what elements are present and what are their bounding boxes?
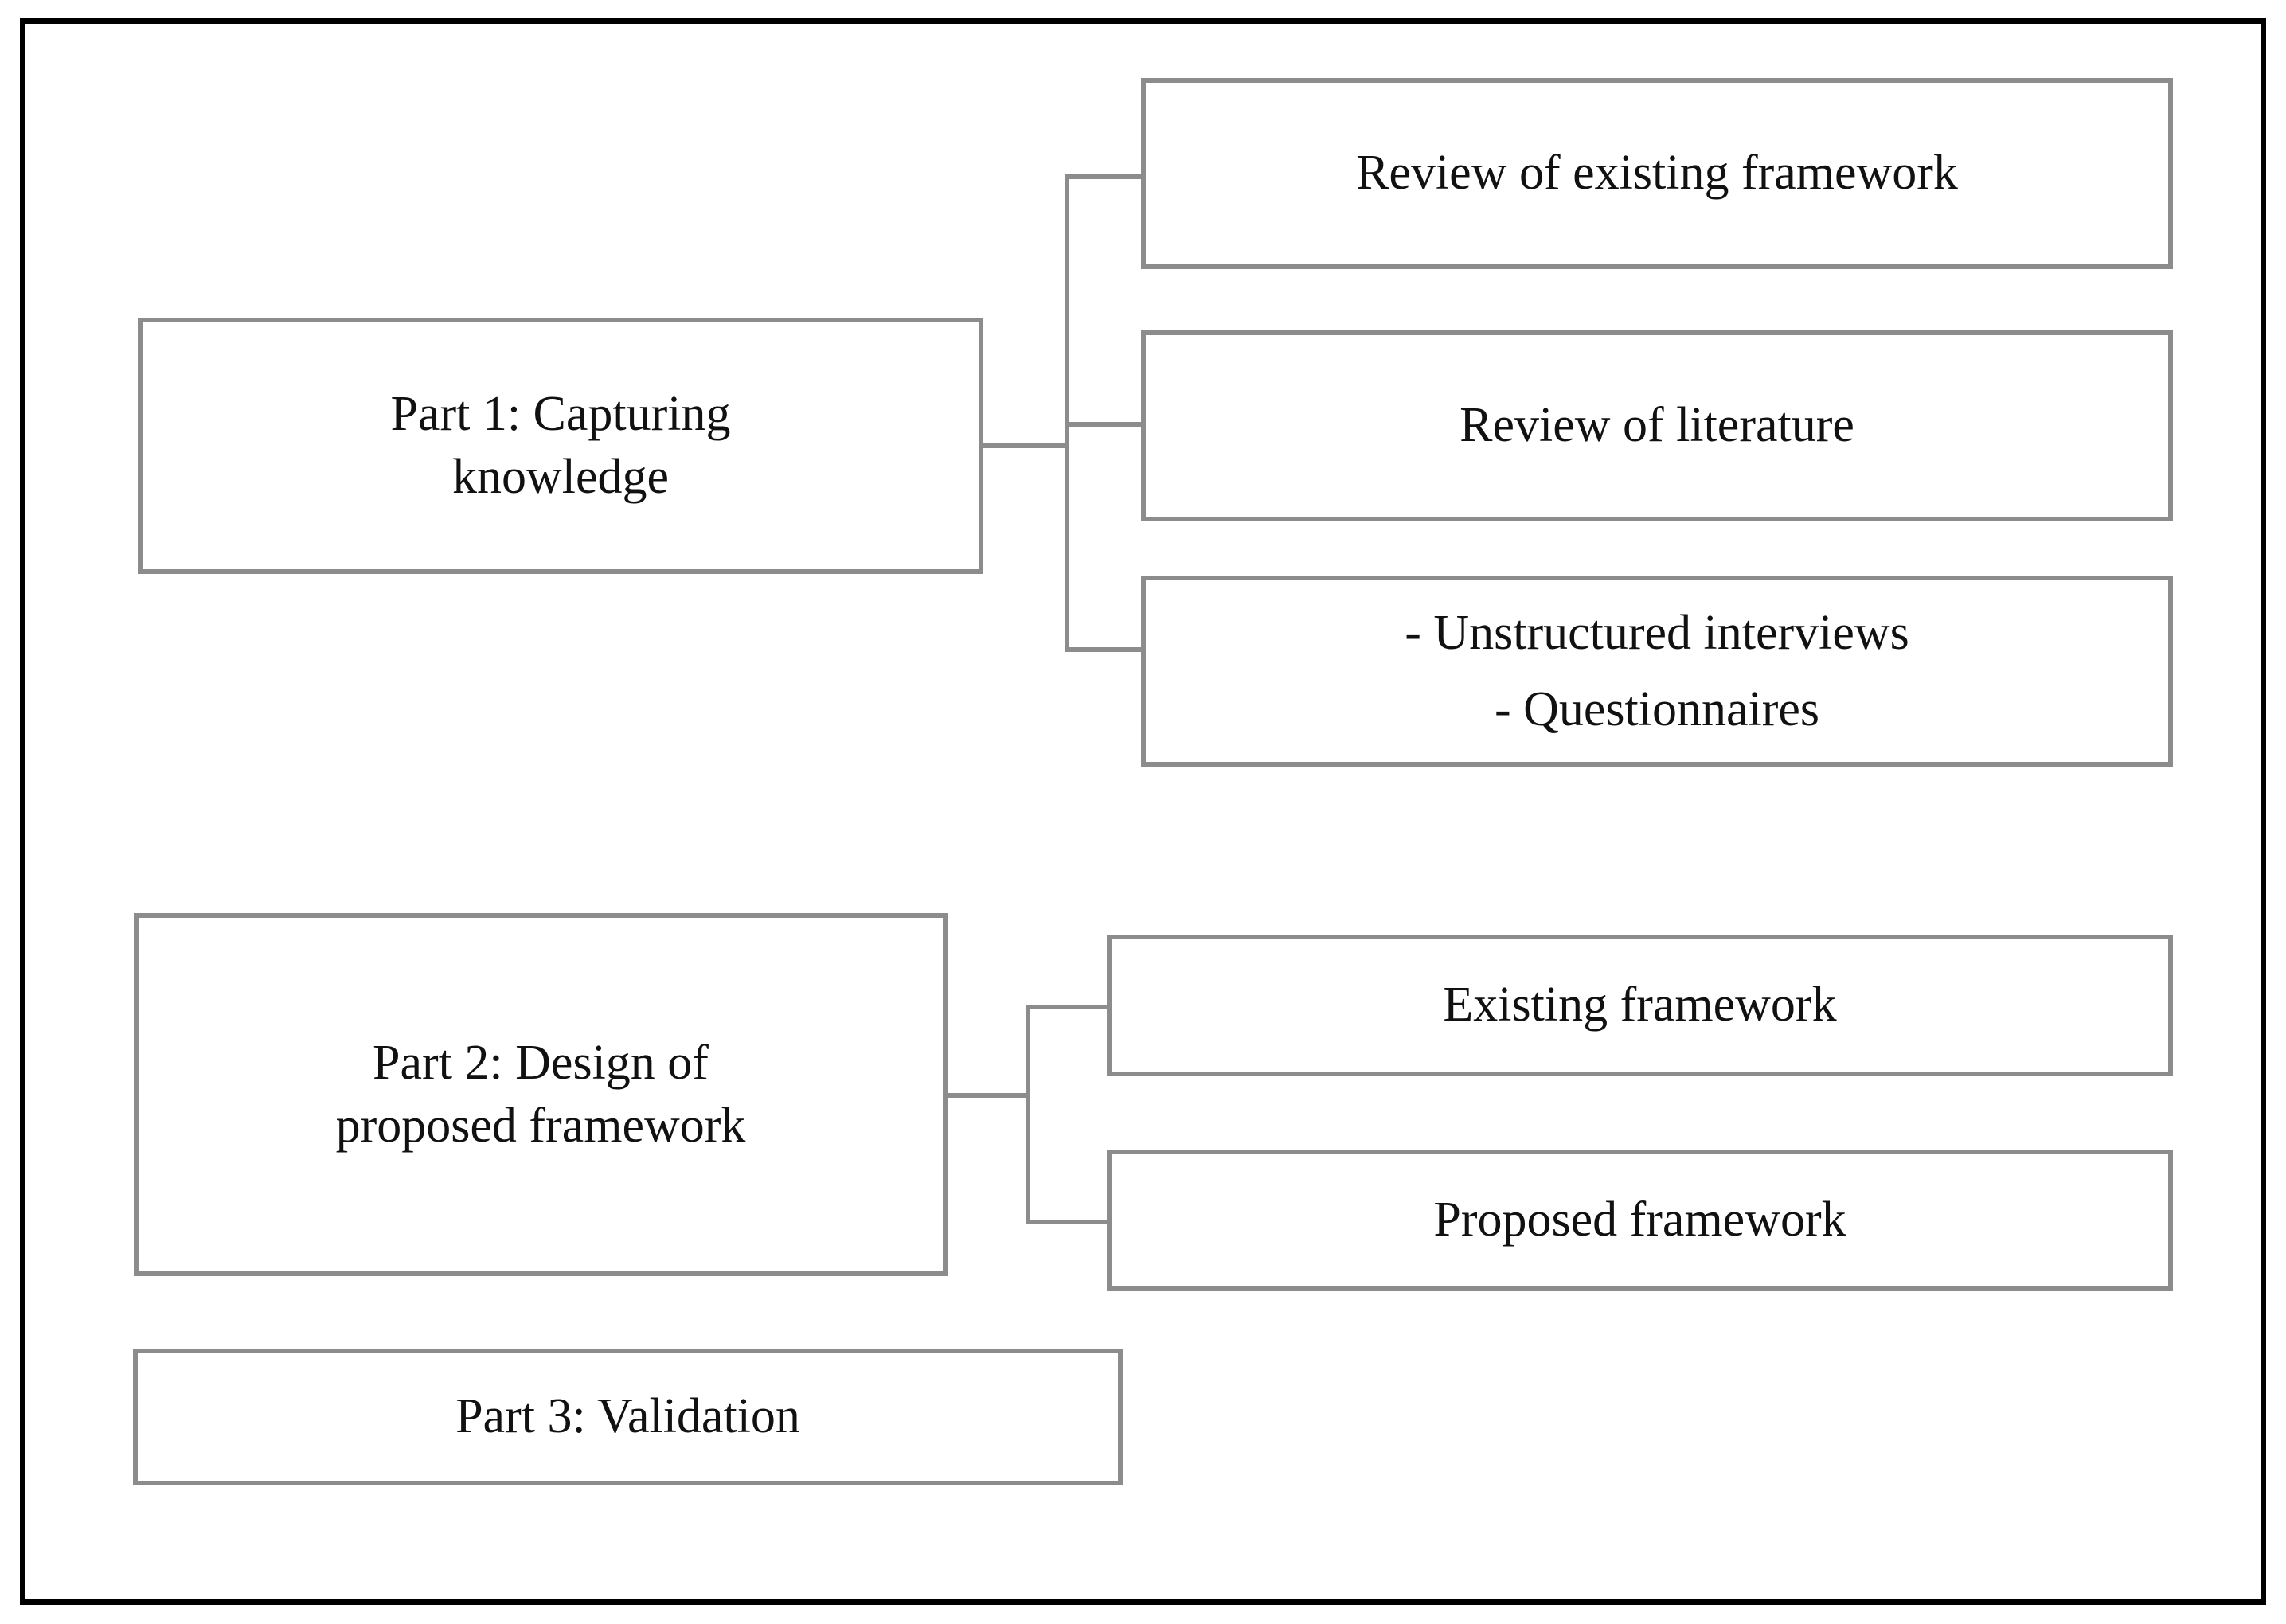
connector-part1-branch-3	[1065, 647, 1144, 652]
node-part2-label-line2: proposed framework	[335, 1099, 746, 1153]
node-part1-label-line2: knowledge	[451, 450, 670, 504]
node-part2-label-line1: Part 2: Design of	[373, 1035, 709, 1090]
node-part2-child-proposed-framework[interactable]: Proposed framework	[1107, 1150, 2173, 1291]
node-part2-child-2-label: Proposed framework	[1433, 1193, 1846, 1247]
node-part1[interactable]: Part 1: Capturing knowledge	[138, 318, 983, 574]
connector-part2-spine	[1026, 1005, 1030, 1224]
node-part1-child-review-existing-framework[interactable]: Review of existing framework	[1141, 78, 2173, 269]
node-part1-label-line1: Part 1: Capturing	[390, 386, 731, 441]
node-part1-child-interviews-questionnaires[interactable]: - Unstructured interviews - Questionnair…	[1141, 576, 2173, 767]
node-part1-child-review-literature[interactable]: Review of literature	[1141, 330, 2173, 521]
node-part1-child-2-label: Review of literature	[1460, 398, 1854, 453]
node-part3[interactable]: Part 3: Validation	[133, 1349, 1123, 1485]
connector-part1-branch-1	[1065, 174, 1144, 179]
node-part2[interactable]: Part 2: Design of proposed framework	[134, 913, 948, 1276]
node-part2-child-existing-framework[interactable]: Existing framework	[1107, 935, 2173, 1076]
node-part1-child-3-label-line2: - Questionnaires	[1494, 682, 1820, 736]
connector-part1-stub	[983, 443, 1069, 448]
node-part3-label: Part 3: Validation	[455, 1389, 800, 1444]
node-part2-child-1-label: Existing framework	[1443, 978, 1837, 1033]
connector-part1-branch-2	[1065, 422, 1144, 427]
node-part1-child-3-label-line1: - Unstructured interviews	[1405, 606, 1909, 660]
figure-outer-border	[20, 18, 2266, 1605]
node-part1-child-1-label: Review of existing framework	[1356, 146, 1958, 201]
connector-part2-branch-2	[1026, 1220, 1110, 1224]
connector-part2-stub	[948, 1093, 1030, 1098]
connector-part2-branch-1	[1026, 1005, 1110, 1009]
connector-part1-spine	[1065, 174, 1069, 652]
